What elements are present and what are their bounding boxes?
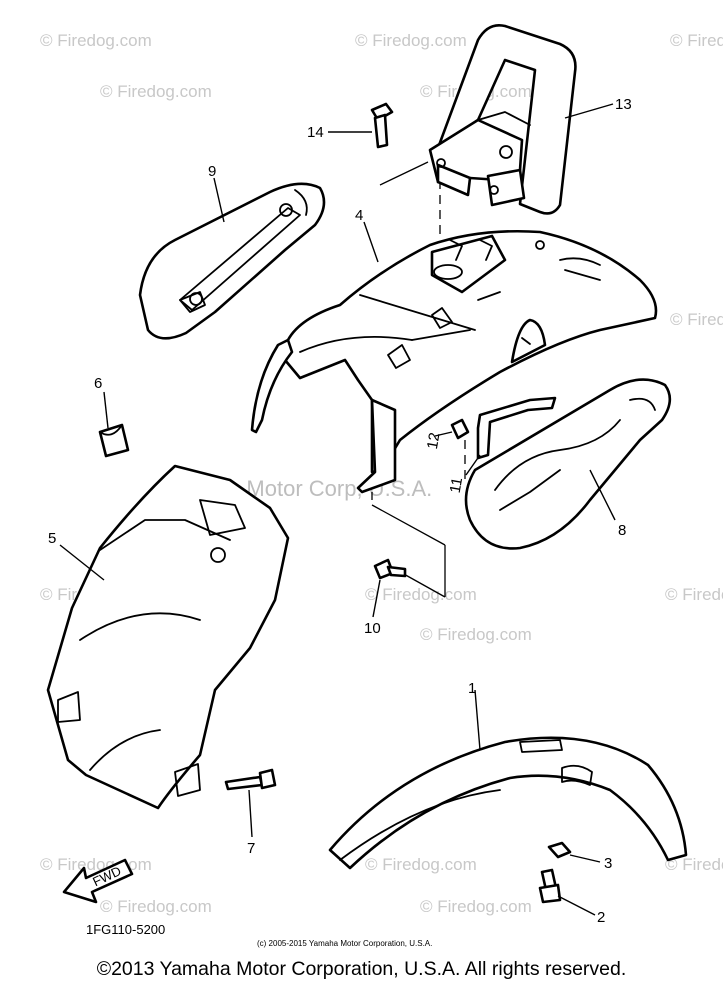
side-cover-right-part	[464, 378, 672, 550]
diagram-code: 1FG110-5200	[86, 922, 165, 937]
watermark: © Firedog.com	[365, 855, 477, 874]
rear-fender-part	[250, 229, 658, 494]
watermark: © Firedog.com	[665, 855, 723, 874]
callout-5: 5	[48, 530, 56, 547]
watermark: © Firedog.com	[670, 310, 723, 329]
small-copyright: (c) 2005-2015 Yamaha Motor Corporation, …	[257, 939, 432, 948]
watermark: © Firedog.com	[665, 585, 723, 604]
bolt-part-10	[373, 558, 407, 580]
nut-part	[547, 841, 572, 859]
bolt-part-2	[538, 868, 562, 904]
leader-lines	[59, 103, 616, 916]
footer-copyright: ©2013 Yamaha Motor Corporation, U.S.A. A…	[96, 958, 627, 980]
callout-11: 11	[447, 476, 466, 494]
watermark: © Firedog.com	[365, 585, 477, 604]
bracket-part	[476, 396, 557, 460]
callout-8: 8	[618, 522, 626, 539]
bolt-part-14	[370, 102, 394, 149]
watermark: © Firedog.com	[100, 82, 212, 101]
callout-1: 1	[468, 680, 476, 697]
watermark: © Firedog.com	[40, 855, 152, 874]
watermark: © Firedog.com	[670, 31, 723, 50]
grommet-part	[98, 423, 130, 458]
bolt-part-7	[224, 768, 277, 791]
callout-10: 10	[364, 620, 381, 637]
bolt-part-12	[450, 418, 470, 440]
watermark: © Firedog.com	[420, 625, 532, 644]
callout-6: 6	[94, 375, 102, 392]
callout-2: 2	[597, 909, 605, 926]
watermark: © Firedog.com	[40, 31, 152, 50]
callouts: 14 13 9 4 6 5 12 11 8 10 7 1 3 2	[48, 96, 632, 926]
grab-bar-part	[428, 24, 577, 215]
watermark: © Firedog.com	[355, 31, 467, 50]
callout-12: 12	[424, 431, 444, 450]
callout-7: 7	[247, 840, 255, 857]
callout-4: 4	[355, 207, 363, 224]
inner-fender-part	[46, 464, 290, 810]
callout-3: 3	[604, 855, 612, 872]
front-fender-part	[328, 736, 688, 870]
callout-14: 14	[307, 124, 324, 141]
callout-9: 9	[208, 163, 216, 180]
watermark: © Firedog.com	[420, 897, 532, 916]
callout-13: 13	[615, 96, 632, 113]
side-cover-left-part	[138, 182, 326, 340]
watermark: © Firedog.com	[100, 897, 212, 916]
